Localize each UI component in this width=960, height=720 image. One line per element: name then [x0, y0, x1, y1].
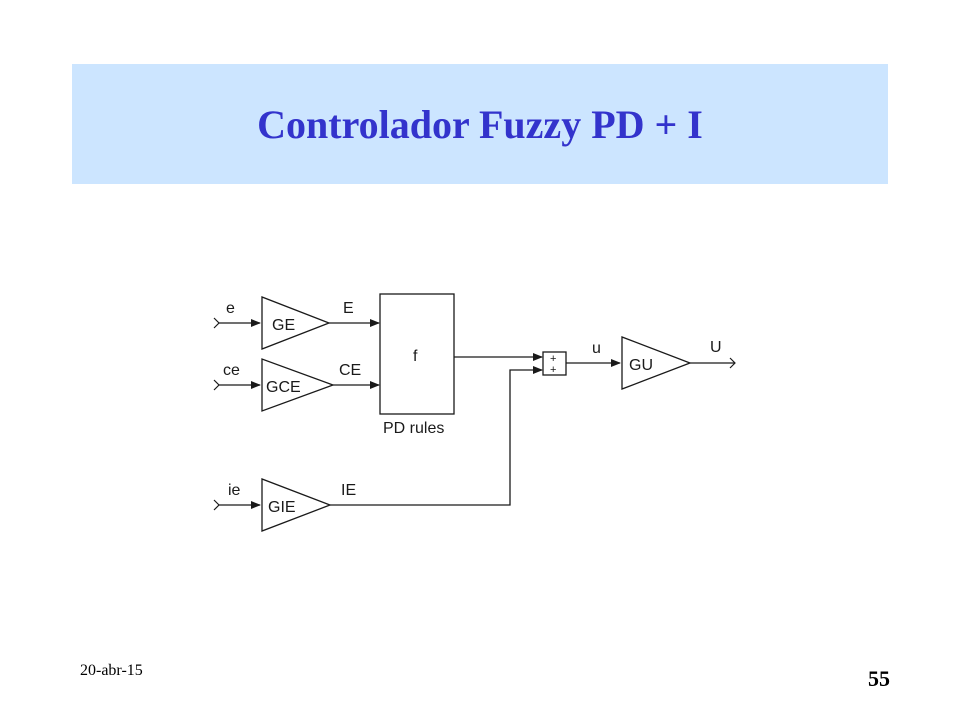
wire-gie-to-sum — [330, 366, 543, 506]
signal-u-label: u — [592, 340, 601, 357]
slide-date: 20-abr-15 — [80, 662, 143, 679]
title-band: Controlador Fuzzy PD + I — [72, 64, 888, 184]
pd-rules-caption: PD rules — [383, 420, 444, 437]
signal-CE-label: CE — [339, 362, 361, 379]
gain-gie-label: GIE — [268, 499, 296, 516]
input-ce-label: ce — [223, 362, 240, 379]
gain-gu-label: GU — [629, 357, 653, 374]
page-number: 55 — [868, 666, 890, 691]
sum-block — [542, 351, 567, 376]
pd-rules-block — [379, 293, 455, 415]
pd-rules-symbol: f — [413, 348, 418, 365]
gain-gce-block — [261, 358, 335, 412]
gain-gu-block — [621, 336, 692, 390]
signal-E-label: E — [343, 300, 354, 317]
slide-title: Controlador Fuzzy PD + I — [257, 101, 703, 147]
input-port-ie-icon — [213, 499, 220, 511]
signal-IE-label: IE — [341, 482, 356, 499]
gain-gie-block — [261, 478, 332, 532]
gain-ge-block — [261, 296, 331, 350]
gain-gce-label: GCE — [266, 379, 301, 396]
sum-sign-bottom: + — [550, 364, 556, 376]
gain-ge-label: GE — [272, 317, 295, 334]
input-e-label: e — [226, 300, 235, 317]
input-port-e-icon — [213, 317, 220, 329]
input-ie-label: ie — [228, 482, 241, 499]
sum-sign-top: + — [550, 353, 556, 365]
signal-U-label: U — [710, 339, 722, 356]
input-port-ce-icon — [213, 379, 220, 391]
